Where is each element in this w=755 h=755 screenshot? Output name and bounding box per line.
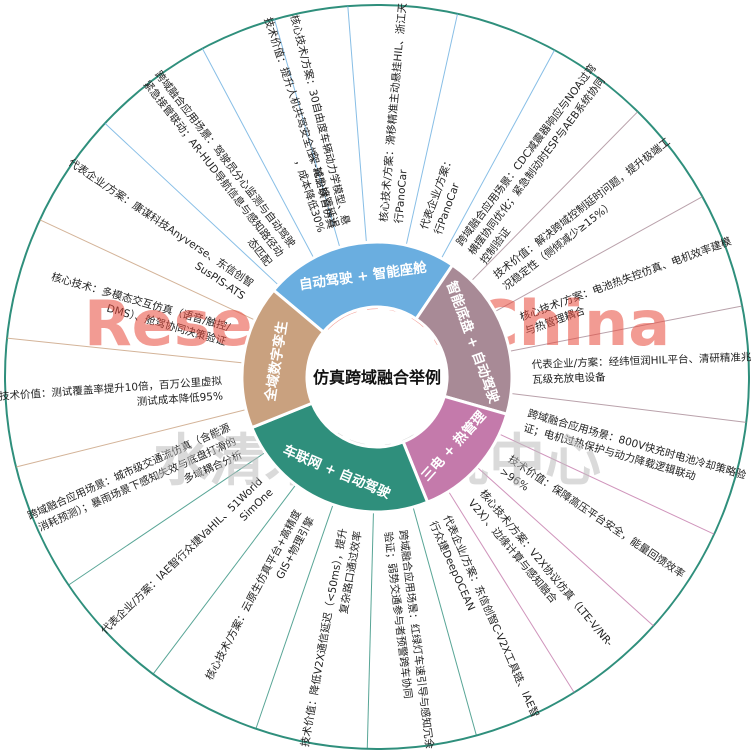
spoke-divider	[68, 452, 266, 586]
spoke-divider	[440, 49, 555, 259]
spoke-divider	[448, 491, 575, 693]
spoke-divider	[39, 219, 255, 321]
spoke-divider	[405, 13, 459, 246]
spoke-lines	[6, 6, 747, 749]
spoke-line: 瓦级充放电设备	[532, 371, 606, 387]
segment-0	[271, 240, 455, 335]
spoke-divider	[15, 409, 247, 468]
center-hub: 仿真跨域融合举例	[309, 309, 445, 445]
spoke-divider	[494, 196, 703, 312]
segment-4	[240, 288, 326, 430]
spoke-line: 行PanoCar	[392, 168, 410, 224]
center-circle	[309, 309, 445, 445]
segment-1	[414, 262, 514, 417]
spoke-divider	[499, 433, 715, 535]
spoke-line: 测试成本降低95%	[136, 389, 223, 408]
spoke-divider	[6, 337, 243, 364]
segment-3	[249, 401, 430, 514]
spoke-divider	[412, 506, 477, 736]
spoke-divider	[201, 48, 315, 259]
center-title: 仿真跨域融合举例	[313, 368, 441, 387]
spoke-divider	[152, 484, 297, 675]
spoke-divider	[476, 466, 654, 627]
spoke-divider	[510, 392, 747, 423]
spoke-divider	[255, 504, 334, 729]
spoke-divider	[347, 6, 367, 243]
spoke-divider	[104, 122, 279, 286]
spoke-divider	[366, 511, 374, 749]
spoke-divider	[471, 111, 639, 282]
spoke-divider	[509, 305, 743, 352]
spoke-divider	[273, 19, 341, 248]
